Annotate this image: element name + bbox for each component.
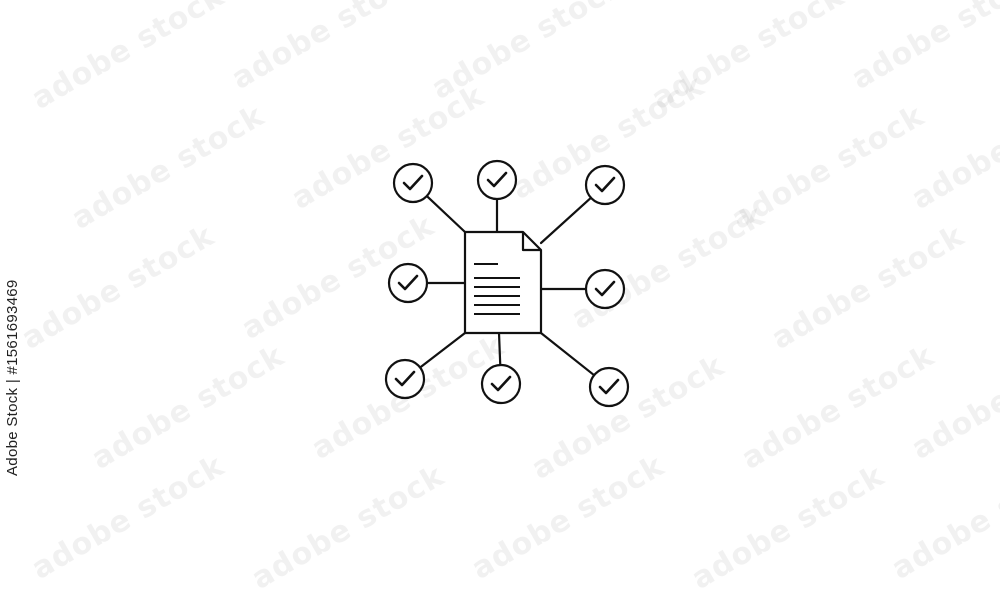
document-icon xyxy=(463,230,543,335)
document-network-illustration xyxy=(384,159,630,408)
connector-line xyxy=(539,331,596,377)
check-circle-icon xyxy=(476,159,518,201)
check-circle-icon xyxy=(588,366,630,408)
connector-line xyxy=(418,331,467,369)
check-circle-icon xyxy=(384,358,426,400)
check-circle-icon xyxy=(392,162,434,204)
connector-line xyxy=(425,194,467,234)
check-circle-icon xyxy=(480,363,522,405)
check-circle-icon xyxy=(387,262,429,304)
stock-id-caption: Adobe Stock | #1561693469 xyxy=(4,279,21,476)
check-circle-icon xyxy=(584,164,626,206)
connector-line xyxy=(497,331,502,367)
check-nodes xyxy=(384,159,630,408)
connector-lines xyxy=(418,194,596,377)
connector-line xyxy=(539,196,593,245)
check-circle-icon xyxy=(584,268,626,310)
